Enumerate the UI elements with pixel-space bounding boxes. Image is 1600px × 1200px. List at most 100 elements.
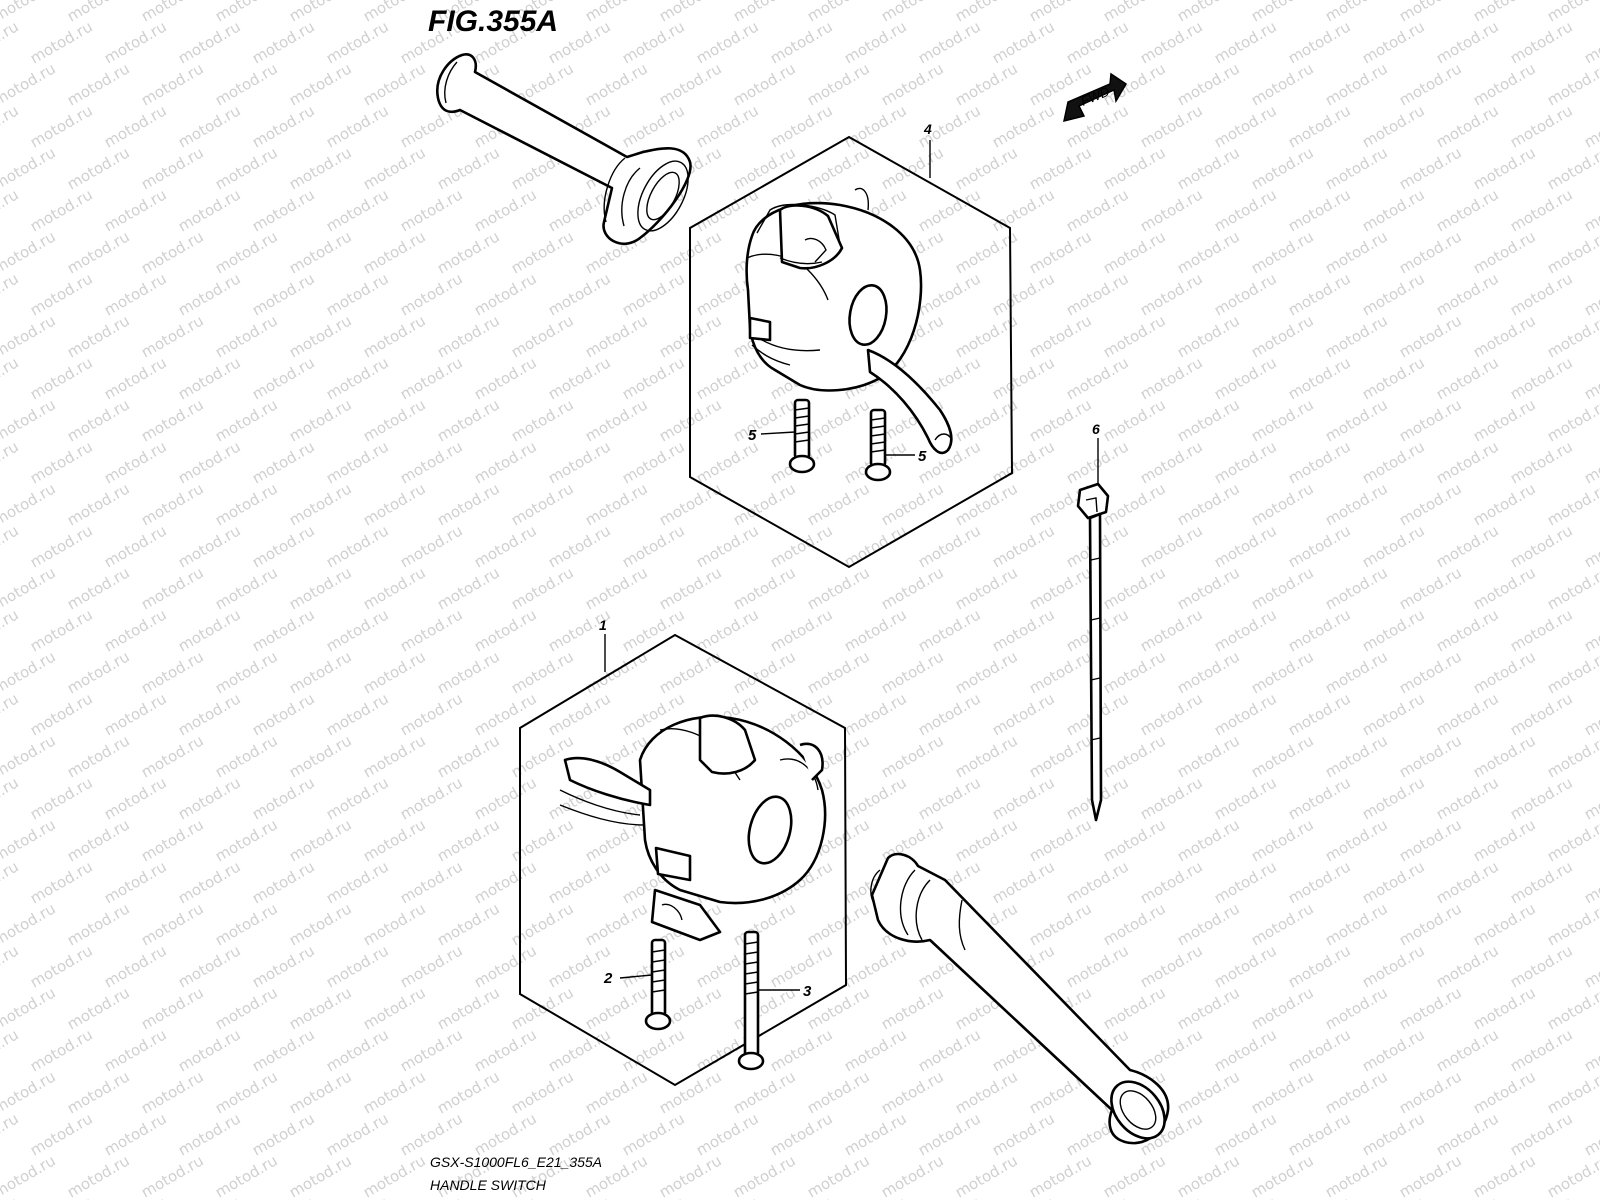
watermark-text: motod.ru: [0, 395, 59, 445]
watermark-text: motod.ru: [1581, 17, 1600, 67]
watermark-text: motod.ru: [1285, 17, 1354, 67]
watermark-text: motod.ru: [286, 227, 355, 277]
watermark-text: motod.ru: [1211, 269, 1280, 319]
watermark-text: motod.ru: [1433, 185, 1502, 235]
watermark-text: motod.ru: [545, 1109, 614, 1159]
watermark-text: motod.ru: [138, 647, 207, 697]
watermark-text: motod.ru: [249, 689, 318, 739]
watermark-text: motod.ru: [1433, 605, 1502, 655]
watermark-text: motod.ru: [471, 941, 540, 991]
watermark-text: motod.ru: [878, 59, 947, 109]
watermark-text: motod.ru: [101, 941, 170, 991]
watermark-text: motod.ru: [175, 17, 244, 67]
watermark-text: motod.ru: [1285, 101, 1354, 151]
watermark-text: motod.ru: [841, 17, 910, 67]
watermark-text: motod.ru: [1359, 773, 1428, 823]
watermark-text: motod.ru: [1100, 227, 1169, 277]
watermark-text: motod.ru: [545, 521, 614, 571]
watermark-text: motod.ru: [1285, 1109, 1354, 1159]
watermark-text: motod.ru: [27, 101, 96, 151]
watermark-text: motod.ru: [1470, 0, 1539, 25]
watermark-text: motod.ru: [1322, 311, 1391, 361]
watermark-text: motod.ru: [989, 773, 1058, 823]
watermark-text: motod.ru: [0, 479, 59, 529]
watermark-text: motod.ru: [804, 1151, 873, 1200]
watermark-text: motod.ru: [1100, 731, 1169, 781]
watermark-text: motod.ru: [471, 689, 540, 739]
watermark-text: motod.ru: [1507, 437, 1576, 487]
watermark-text: motod.ru: [767, 605, 836, 655]
watermark-text: motod.ru: [397, 353, 466, 403]
watermark-text: motod.ru: [0, 1067, 59, 1117]
watermark-text: motod.ru: [1544, 899, 1600, 949]
watermark-text: motod.ru: [1137, 185, 1206, 235]
watermark-text: motod.ru: [1322, 815, 1391, 865]
watermark-text: motod.ru: [952, 1067, 1021, 1117]
watermark-text: motod.ru: [1433, 269, 1502, 319]
watermark-text: motod.ru: [138, 563, 207, 613]
watermark-text: motod.ru: [1174, 815, 1243, 865]
watermark-text: motod.ru: [1211, 437, 1280, 487]
watermark-text: motod.ru: [101, 269, 170, 319]
watermark-text: motod.ru: [360, 479, 429, 529]
watermark-text: motod.ru: [878, 731, 947, 781]
watermark-text: motod.ru: [1174, 1151, 1243, 1200]
watermark-text: motod.ru: [1100, 647, 1169, 697]
watermark-text: motod.ru: [27, 353, 96, 403]
watermark-text: motod.ru: [138, 983, 207, 1033]
watermark-text: motod.ru: [1359, 185, 1428, 235]
watermark-text: motod.ru: [397, 1193, 466, 1200]
watermark-text: motod.ru: [545, 1193, 614, 1200]
watermark-text: motod.ru: [1470, 59, 1539, 109]
watermark-text: motod.ru: [64, 479, 133, 529]
watermark-text: motod.ru: [0, 731, 59, 781]
watermark-text: motod.ru: [323, 101, 392, 151]
watermark-text: motod.ru: [286, 899, 355, 949]
watermark-text: motod.ru: [619, 353, 688, 403]
watermark-text: motod.ru: [1285, 185, 1354, 235]
watermark-text: motod.ru: [1359, 1193, 1428, 1200]
watermark-text: motod.ru: [1174, 983, 1243, 1033]
watermark-text: motod.ru: [397, 689, 466, 739]
watermark-text: motod.ru: [730, 59, 799, 109]
watermark-text: motod.ru: [1544, 227, 1600, 277]
watermark-text: motod.ru: [397, 857, 466, 907]
watermark-text: motod.ru: [952, 815, 1021, 865]
watermark-text: motod.ru: [138, 311, 207, 361]
watermark-text: motod.ru: [1063, 269, 1132, 319]
watermark-text: motod.ru: [286, 0, 355, 25]
watermark-text: motod.ru: [101, 437, 170, 487]
watermark-text: motod.ru: [1544, 563, 1600, 613]
watermark-text: motod.ru: [1285, 269, 1354, 319]
watermark-text: motod.ru: [1359, 689, 1428, 739]
watermark-text: motod.ru: [360, 563, 429, 613]
watermark-text: motod.ru: [693, 521, 762, 571]
watermark-text: motod.ru: [1026, 815, 1095, 865]
watermark-text: motod.ru: [693, 17, 762, 67]
callout-1: 1: [599, 617, 607, 633]
watermark-text: motod.ru: [175, 605, 244, 655]
watermark-text: motod.ru: [619, 101, 688, 151]
watermark-text: motod.ru: [1211, 521, 1280, 571]
watermark-text: motod.ru: [1322, 983, 1391, 1033]
watermark-text: motod.ru: [434, 647, 503, 697]
watermark-text: motod.ru: [1507, 857, 1576, 907]
watermark-text: motod.ru: [841, 1025, 910, 1075]
watermark-text: motod.ru: [730, 983, 799, 1033]
watermark-text: motod.ru: [1359, 353, 1428, 403]
watermark-text: motod.ru: [64, 59, 133, 109]
watermark-text: motod.ru: [1507, 353, 1576, 403]
watermark-text: motod.ru: [1285, 773, 1354, 823]
watermark-text: motod.ru: [249, 773, 318, 823]
watermark-text: motod.ru: [804, 395, 873, 445]
watermark-text: motod.ru: [1470, 815, 1539, 865]
watermark-text: motod.ru: [915, 269, 984, 319]
watermark-text: motod.ru: [0, 563, 59, 613]
watermark-text: motod.ru: [1100, 1151, 1169, 1200]
watermark-text: motod.ru: [804, 59, 873, 109]
watermark-text: motod.ru: [101, 1193, 170, 1200]
watermark-text: motod.ru: [545, 269, 614, 319]
watermark-text: motod.ru: [1248, 143, 1317, 193]
watermark-text: motod.ru: [1396, 395, 1465, 445]
watermark-text: motod.ru: [915, 521, 984, 571]
